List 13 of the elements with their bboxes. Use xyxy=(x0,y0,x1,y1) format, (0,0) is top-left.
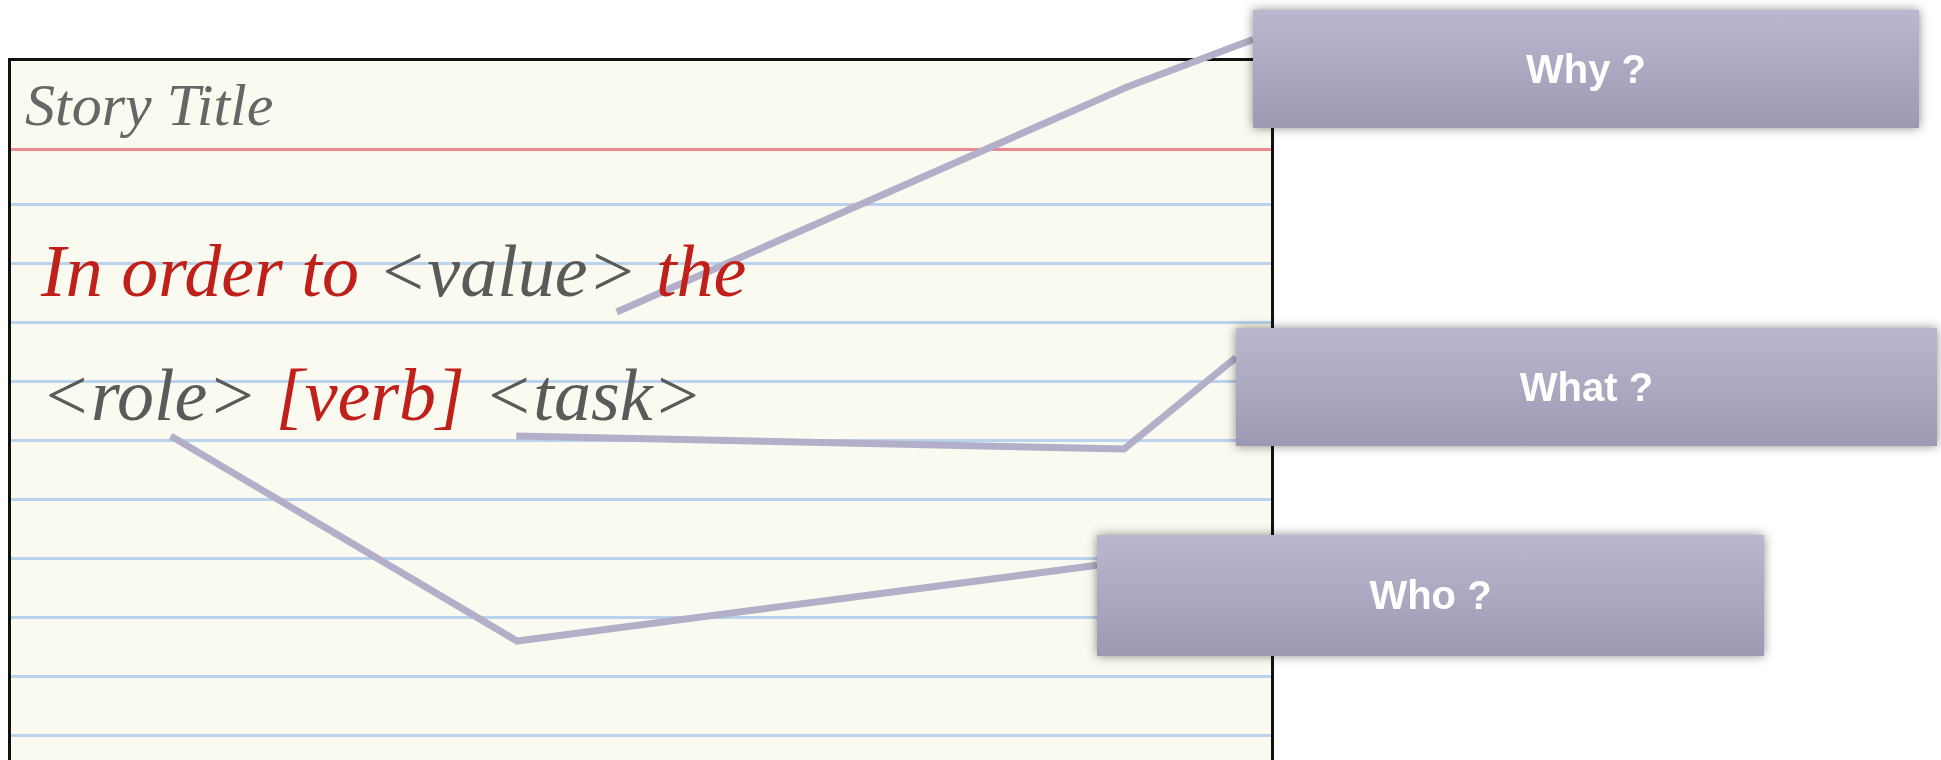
callout-box: Why ? xyxy=(1253,10,1919,128)
callout-box: What ? xyxy=(1236,328,1937,446)
card-title: Story Title xyxy=(25,71,274,140)
card-text: the xyxy=(656,230,747,312)
leader-line xyxy=(615,36,1255,316)
index-card xyxy=(8,58,1274,760)
placeholder-text: <value> xyxy=(377,230,638,312)
leader-line xyxy=(169,433,1098,645)
placeholder-text: <role> xyxy=(41,354,258,436)
callout-box: Who ? xyxy=(1097,535,1764,656)
placeholder-text: <task> xyxy=(483,354,703,436)
card-text: In order to xyxy=(41,230,359,312)
card-text: [verb] xyxy=(275,354,465,436)
